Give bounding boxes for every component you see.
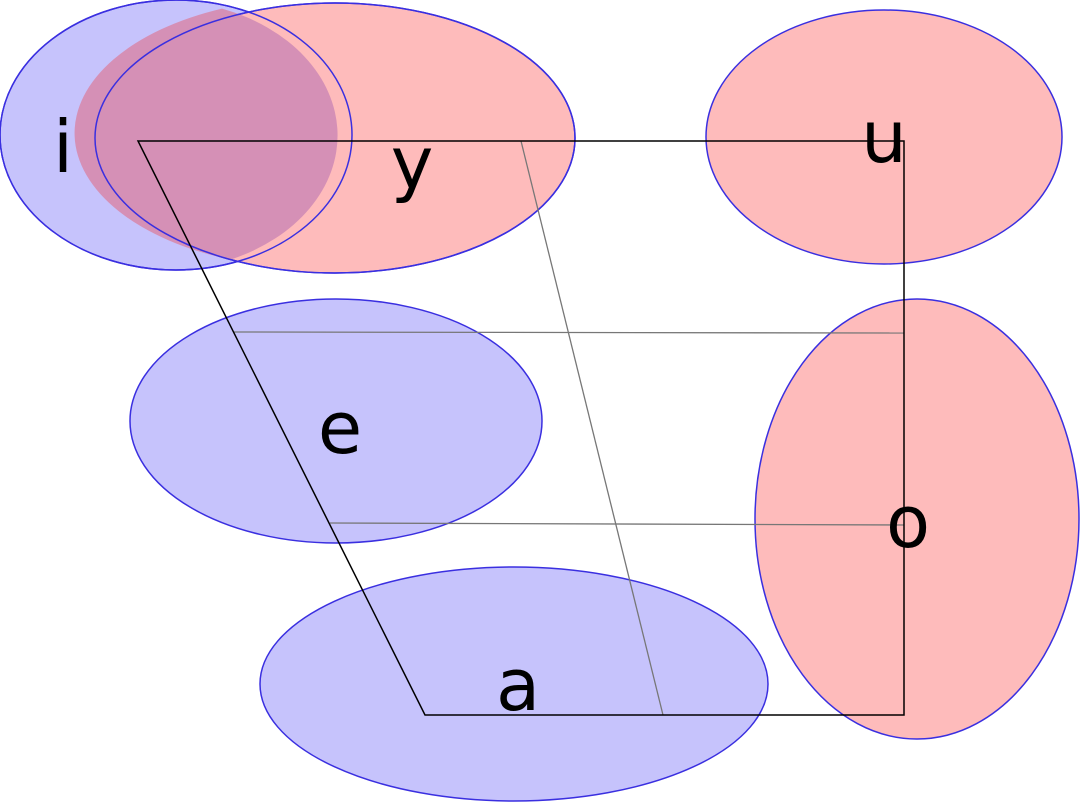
vowel-label-i: i bbox=[53, 105, 73, 189]
vowel-label-a: a bbox=[496, 643, 540, 727]
vowel-label-e: e bbox=[318, 386, 362, 470]
vowel-trapezoid-outline bbox=[136, 140, 905, 716]
grid-line-open-mid bbox=[329, 522, 905, 526]
region-i-outline bbox=[0, 0, 353, 271]
grid-line-central bbox=[520, 140, 664, 716]
region-e bbox=[129, 298, 543, 544]
vowel-label-o: o bbox=[886, 480, 930, 564]
vowel-label-y: y bbox=[391, 121, 434, 205]
region-o bbox=[754, 298, 1080, 740]
region-y-outline bbox=[94, 2, 576, 274]
region-overlap-i-y bbox=[74, 8, 338, 260]
region-u bbox=[705, 9, 1063, 265]
vowel-label-u: u bbox=[861, 95, 907, 179]
